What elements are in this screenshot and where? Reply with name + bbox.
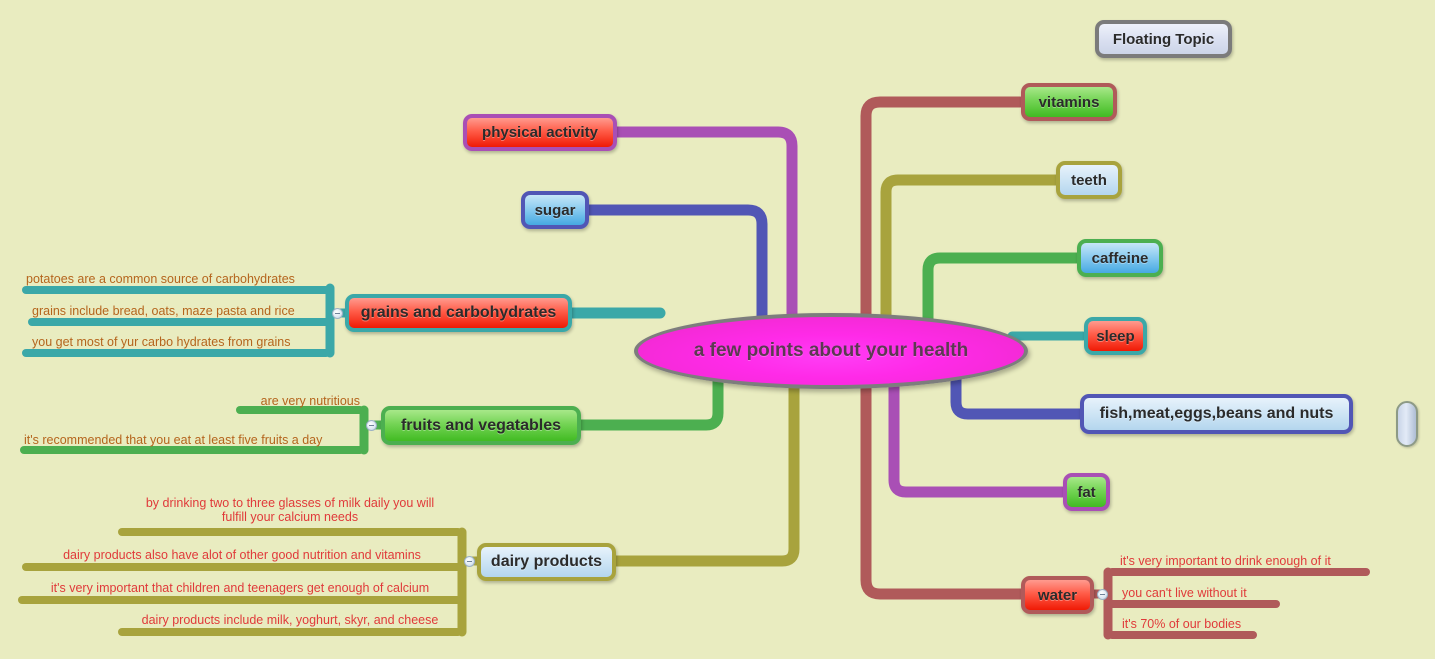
subtopic-label: it's very important to drink enough of i… <box>1120 554 1331 568</box>
subtopic-water-3[interactable]: it's 70% of our bodies <box>1122 617 1254 631</box>
subtopic-label-line2: fulfill your calcium needs <box>221 510 359 525</box>
subtopic-dairy-4[interactable]: dairy products include milk, yoghurt, sk… <box>124 613 456 627</box>
central-topic[interactable]: a few points about your health <box>634 313 1028 389</box>
subtopic-dairy-3[interactable]: it's very important that children and te… <box>24 581 456 595</box>
node-label: teeth <box>1071 171 1107 189</box>
node-physical-activity[interactable]: physical activity <box>463 114 617 151</box>
node-sleep[interactable]: sleep <box>1084 317 1147 355</box>
subtopic-dairy-2[interactable]: dairy products also have alot of other g… <box>28 548 456 562</box>
node-vitamins[interactable]: vitamins <box>1021 83 1117 121</box>
line-teeth <box>880 174 1062 336</box>
subtopic-label: are very nutritious <box>260 394 360 408</box>
central-topic-label: a few points about your health <box>693 340 969 361</box>
subtopic-label: it's 70% of our bodies <box>1122 617 1242 631</box>
vertical-scrollbar-thumb[interactable] <box>1396 401 1418 447</box>
node-label: water <box>1037 586 1078 604</box>
subtopic-label: dairy products also have alot of other g… <box>63 548 421 562</box>
subtopic-grains-2[interactable]: grains include bread, oats, maze pasta a… <box>32 304 326 318</box>
node-fat[interactable]: fat <box>1063 473 1110 511</box>
subtopic-label: potatoes are a common source of carbohyd… <box>26 272 295 286</box>
node-caffeine[interactable]: caffeine <box>1077 239 1163 277</box>
collapse-handle-fruits[interactable] <box>366 420 377 431</box>
collapse-handle-grains[interactable] <box>332 308 343 319</box>
subtopic-dairy-1[interactable]: by drinking two to three glasses of milk… <box>128 496 452 525</box>
line-dairy <box>610 364 800 567</box>
line-fat <box>888 366 1068 498</box>
node-teeth[interactable]: teeth <box>1056 161 1122 199</box>
subtopic-water-2[interactable]: you can't live without it <box>1122 586 1276 600</box>
subtopic-label: it's recommended that you eat at least f… <box>24 433 323 447</box>
line-physical-activity <box>611 126 798 336</box>
node-label: fruits and vegatables <box>400 416 562 434</box>
subtopic-label: you can't live without it <box>1122 586 1247 600</box>
node-label: fish,meat,eggs,beans and nuts <box>1099 405 1334 422</box>
node-label: fat <box>1077 483 1096 501</box>
subtopic-grains-1[interactable]: potatoes are a common source of carbohyd… <box>26 272 326 286</box>
node-grains-and-carbohydrates[interactable]: grains and carbohydrates <box>345 294 572 332</box>
line-caffeine <box>922 252 1084 336</box>
node-label: physical activity <box>482 124 598 141</box>
node-label: caffeine <box>1091 249 1149 267</box>
floating-topic-label: Floating Topic <box>1112 30 1215 48</box>
node-water[interactable]: water <box>1021 576 1094 614</box>
collapse-handle-water[interactable] <box>1097 589 1108 600</box>
subtopic-label: dairy products include milk, yoghurt, sk… <box>141 613 439 627</box>
node-sugar[interactable]: sugar <box>521 191 589 229</box>
subtopic-water-1[interactable]: it's very important to drink enough of i… <box>1120 554 1366 568</box>
node-label: sleep <box>1096 327 1135 345</box>
subtopic-label: grains include bread, oats, maze pasta a… <box>32 304 295 318</box>
node-dairy-products[interactable]: dairy products <box>477 543 616 581</box>
floating-topic[interactable]: Floating Topic <box>1095 20 1232 58</box>
node-label: dairy products <box>490 553 603 570</box>
subtopic-fruits-2[interactable]: it's recommended that you eat at least f… <box>24 433 360 447</box>
node-fish-meat-eggs-beans-and-nuts[interactable]: fish,meat,eggs,beans and nuts <box>1080 394 1353 434</box>
node-fruits-and-vegatables[interactable]: fruits and vegatables <box>381 406 581 445</box>
subtopic-label: it's very important that children and te… <box>50 581 430 595</box>
subtopic-fruits-1[interactable]: are very nutritious <box>200 394 360 408</box>
subtopic-label: by drinking two to three glasses of milk… <box>145 496 435 510</box>
subtopic-grains-3[interactable]: you get most of yur carbo hydrates from … <box>32 335 326 349</box>
node-label: vitamins <box>1038 93 1100 111</box>
subtopic-label: you get most of yur carbo hydrates from … <box>32 335 291 349</box>
node-label: sugar <box>534 201 576 219</box>
line-sugar <box>583 204 768 338</box>
line-fruits <box>575 366 724 431</box>
collapse-handle-dairy[interactable] <box>464 556 475 567</box>
line-fish-meat <box>950 366 1087 420</box>
node-label: grains and carbohydrates <box>360 304 557 321</box>
